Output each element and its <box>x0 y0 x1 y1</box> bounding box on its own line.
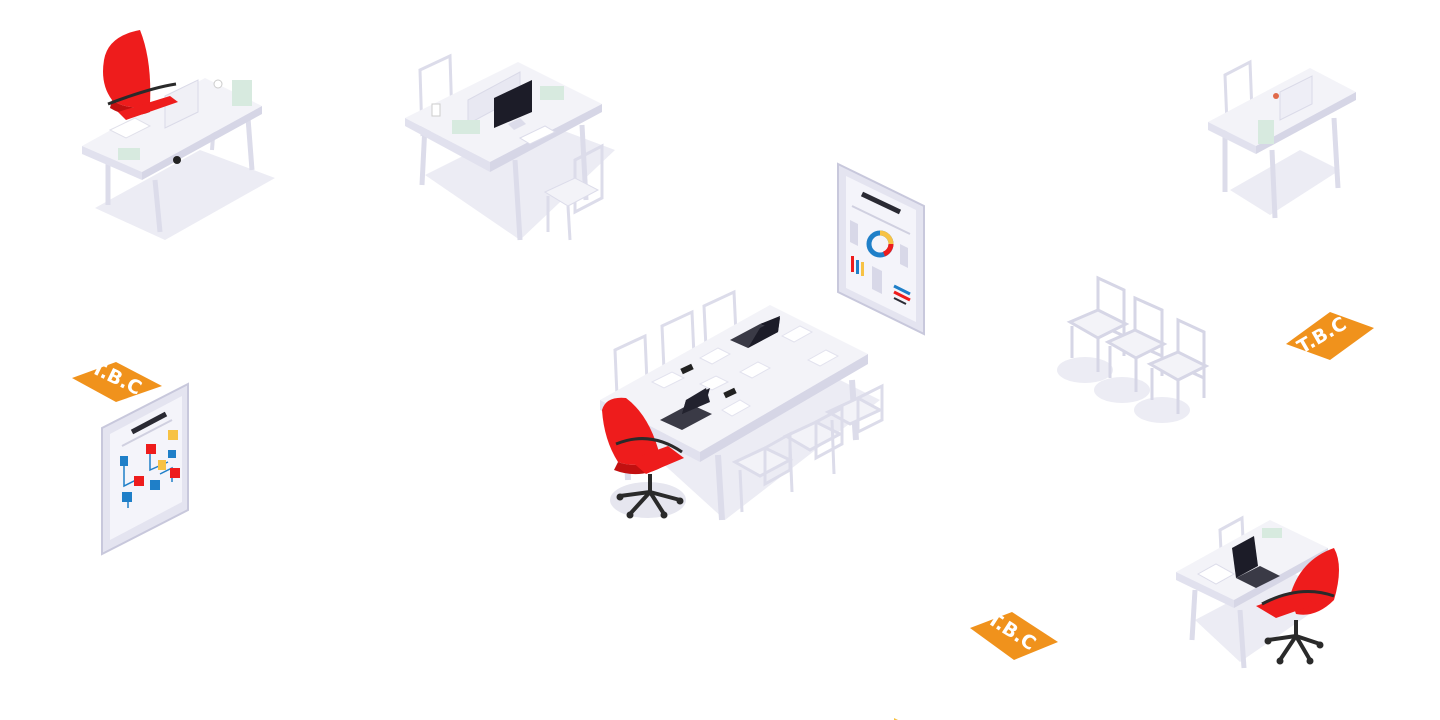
tbc-badge-left: T.B.C <box>72 357 162 402</box>
whiteboard-icon <box>837 162 925 720</box>
coffee-cup <box>431 103 441 117</box>
table-top <box>600 305 868 452</box>
papers <box>650 325 840 417</box>
paper <box>1196 563 1236 585</box>
floor-shadow <box>95 150 275 240</box>
conference-table[interactable] <box>600 289 884 521</box>
desk-workstation-top-left[interactable] <box>82 30 275 240</box>
bar-chart <box>851 256 864 276</box>
tbc-badge-bottom: T.B.C <box>970 608 1058 660</box>
monitor <box>164 79 199 129</box>
desk-workstation-top-right[interactable] <box>1208 59 1356 219</box>
office-chair-icon <box>602 397 686 519</box>
monitor <box>494 80 532 128</box>
flowchart <box>120 430 180 508</box>
floor-shadow <box>1230 150 1340 215</box>
desk-workstation-bottom-right[interactable] <box>1176 515 1339 669</box>
binders <box>1258 120 1274 144</box>
chair-front <box>543 143 604 241</box>
waiting-chairs <box>1057 275 1210 423</box>
binders <box>232 80 252 106</box>
tbc-badge-right: T.B.C <box>1286 312 1374 360</box>
monitor <box>1279 75 1313 121</box>
phone <box>723 387 737 399</box>
phone <box>680 363 694 375</box>
whiteboard-icon <box>101 382 189 556</box>
floor-shadow <box>425 120 615 240</box>
laptop-icon <box>730 316 780 348</box>
chairs-front-row <box>731 383 884 513</box>
desk-edge <box>82 146 142 180</box>
desk-workstation-top-center[interactable] <box>405 53 615 241</box>
laptop-icon <box>660 388 712 430</box>
laptop-icon <box>1232 536 1280 588</box>
office-chair-icon <box>103 30 178 120</box>
paper <box>108 117 152 139</box>
office-chair-icon <box>1256 548 1339 665</box>
donut-chart <box>866 230 894 258</box>
cable-port <box>173 156 181 164</box>
keyboard <box>518 125 557 145</box>
